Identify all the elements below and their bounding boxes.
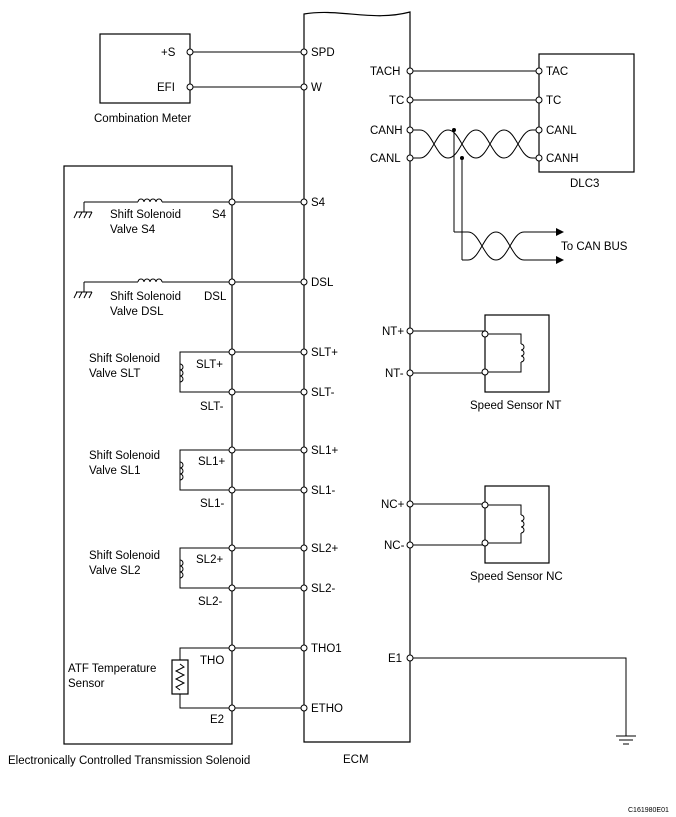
dlc3-pin-tac: TAC [546, 66, 568, 78]
ecm-pin-tho1: THO1 [311, 643, 342, 655]
ecm-pin-spd: SPD [311, 47, 335, 59]
ecm-pin-s4: S4 [311, 197, 326, 209]
speed-sensor-nt-box [484, 314, 550, 393]
speed-sensor-nc-box [484, 485, 550, 564]
meter-pin-efi: EFI [157, 82, 175, 94]
sol-pin-sl1-minus: SL1- [200, 498, 224, 510]
ecm-box [303, 11, 411, 743]
valve-dsl-label-2: Valve DSL [110, 306, 164, 318]
atf-sensor-label-1: ATF Temperature [68, 663, 156, 675]
solenoid-assembly-label: Electronically Controlled Transmission S… [8, 755, 250, 767]
sol-pin-sl1-plus: SL1+ [198, 456, 225, 468]
dlc3-pin-canh: CANH [546, 153, 579, 165]
ecm-pin-tach: TACH [370, 66, 400, 78]
sol-pin-dsl: DSL [204, 291, 227, 303]
combination-meter-label: Combination Meter [94, 113, 191, 125]
sol-pin-sl2-plus: SL2+ [196, 554, 223, 566]
sol-pin-slt-plus: SLT+ [196, 359, 223, 371]
ecm-pin-slt-minus: SLT- [311, 387, 335, 399]
ecm-pin-nt-minus: NT- [385, 368, 404, 380]
valve-slt-label-1: Shift Solenoid [89, 353, 160, 365]
can-bus-label: To CAN BUS [561, 241, 628, 253]
valve-dsl-label-1: Shift Solenoid [110, 291, 181, 303]
valve-s4-label-1: Shift Solenoid [110, 209, 181, 221]
ecm-pin-tc: TC [389, 95, 404, 107]
dlc3-label: DLC3 [570, 178, 599, 190]
sol-pin-tho: THO [200, 655, 224, 667]
ecm-label: ECM [343, 754, 369, 766]
valve-sl2-label-2: Valve SL2 [89, 565, 141, 577]
figure-code: C161980E01 [628, 807, 669, 814]
ecm-pin-sl2-plus: SL2+ [311, 543, 338, 555]
ecm-pin-dsl: DSL [311, 277, 334, 289]
meter-pin-plus-s: +S [161, 47, 176, 59]
speed-sensor-nt-label: Speed Sensor NT [470, 400, 561, 412]
dlc3-box [538, 53, 635, 173]
ecm-pin-etho: ETHO [311, 703, 343, 715]
valve-sl1-label-2: Valve SL1 [89, 465, 141, 477]
atf-sensor-label-2: Sensor [68, 678, 105, 690]
dlc3-pin-canl: CANL [546, 125, 577, 137]
ecm-pin-slt-plus: SLT+ [311, 347, 338, 359]
ecm-pin-sl1-minus: SL1- [311, 485, 335, 497]
sol-pin-e2: E2 [210, 714, 224, 726]
dlc3-pin-tc: TC [546, 95, 561, 107]
ecm-pin-canh: CANH [370, 125, 403, 137]
ecm-pin-sl2-minus: SL2- [311, 583, 335, 595]
ecm-pin-sl1-plus: SL1+ [311, 445, 338, 457]
sol-pin-slt-minus: SLT- [200, 401, 224, 413]
ecm-pin-w: W [311, 82, 322, 94]
valve-slt-label-2: Valve SLT [89, 368, 140, 380]
ecm-pin-nt-plus: NT+ [382, 326, 404, 338]
ecm-pin-e1: E1 [388, 653, 402, 665]
ecm-pin-nc-plus: NC+ [381, 499, 405, 511]
ecm-pin-canl: CANL [370, 153, 401, 165]
speed-sensor-nc-label: Speed Sensor NC [470, 571, 563, 583]
sol-pin-s4: S4 [212, 209, 227, 221]
ground-icon [616, 735, 636, 745]
combination-meter-box [99, 33, 191, 104]
valve-sl1-label-1: Shift Solenoid [89, 450, 160, 462]
ecm-pin-nc-minus: NC- [384, 540, 405, 552]
valve-sl2-label-1: Shift Solenoid [89, 550, 160, 562]
sol-pin-sl2-minus: SL2- [198, 596, 222, 608]
valve-s4-label-2: Valve S4 [110, 224, 156, 236]
